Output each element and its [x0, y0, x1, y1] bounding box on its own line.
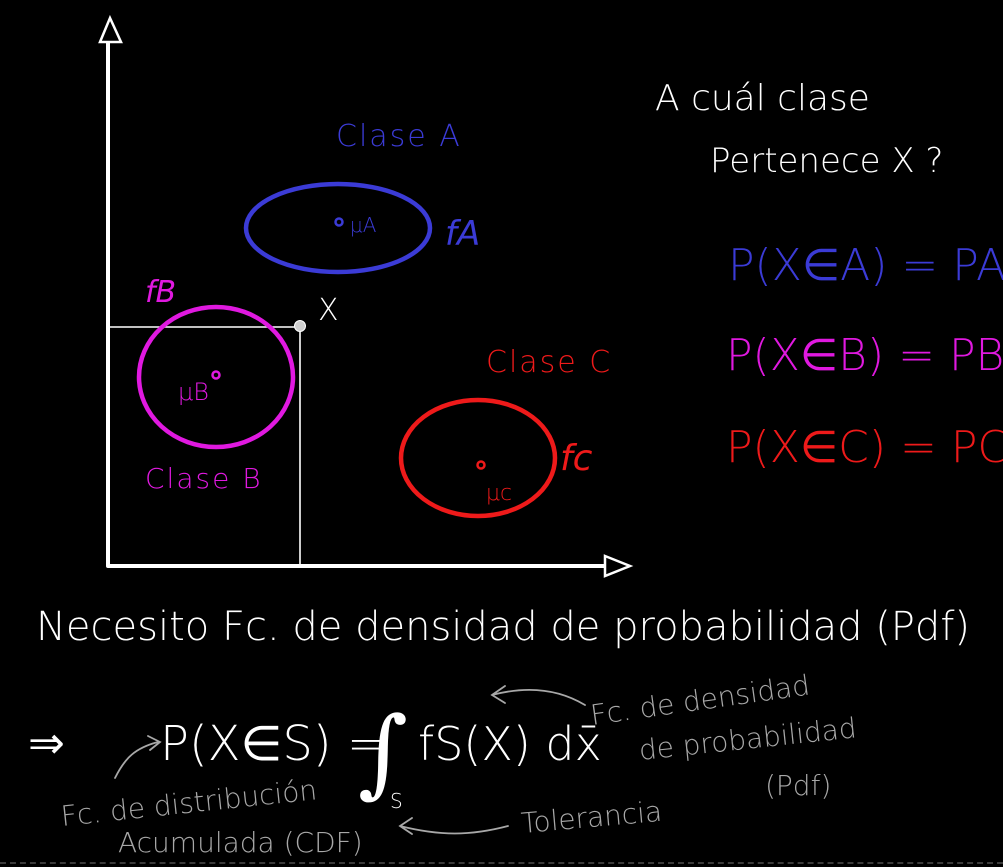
integral-sign: ∫: [358, 696, 408, 808]
class-b-contour: [136, 304, 296, 450]
point-x: [294, 320, 306, 332]
cdf-note-line-1: Fc. de distribución: [59, 773, 318, 833]
implies-symbol: ⇒: [28, 718, 65, 769]
cdf-pointer-arrow: [114, 735, 162, 779]
integrand: fS(X) dx̄: [418, 717, 602, 771]
class-b-group: μB Clase B fB: [136, 275, 296, 495]
class-a-mean-label: μA: [350, 213, 377, 237]
integral-lower-bound: S: [390, 789, 403, 813]
class-b-density-label: fB: [145, 275, 176, 310]
class-a-contour: [243, 181, 433, 275]
class-c-label: Clase C: [486, 345, 612, 380]
class-b-mean-dot: [211, 370, 221, 380]
class-c-mean-label: μc: [486, 481, 512, 506]
class-c-density-label: fc: [560, 438, 593, 479]
x-axis-arrow: [603, 554, 634, 578]
probability-c: P(X∈C) = PC: [726, 422, 1003, 473]
formula-lhs: P(X∈S) =: [160, 716, 387, 772]
pdf-heading: Necesito Fc. de densidad de probabilidad…: [36, 604, 970, 650]
y-axis-arrow: [98, 14, 123, 44]
class-c-mean-dot: [476, 460, 486, 470]
pdf-pointer-arrow: [490, 685, 586, 706]
class-a-density-label: fA: [445, 214, 480, 254]
class-a-mean-dot: [334, 217, 344, 227]
class-a-label: Clase A: [336, 119, 462, 154]
question-line-2: Pertenece X ?: [710, 141, 943, 181]
class-b-mean-label: μB: [178, 378, 209, 406]
probability-b: P(X∈B) = PB: [726, 330, 1003, 381]
class-a-group: μA Clase A fA: [243, 119, 480, 275]
probability-a: P(X∈A) = PA: [728, 240, 1003, 291]
tolerance-pointer-arrow: [398, 817, 509, 835]
question-line-1: A cuál clase: [655, 78, 870, 119]
class-c-contour: [398, 397, 558, 519]
page-bottom-border: [0, 862, 1003, 864]
axes: [98, 14, 634, 578]
cdf-note-line-2: Acumulada (CDF): [118, 826, 363, 859]
point-x-label: X: [318, 293, 339, 328]
class-c-group: μc Clase C fc: [398, 345, 612, 519]
tolerance-note: Tolerancia: [520, 795, 664, 840]
class-b-label: Clase B: [145, 462, 263, 495]
pdf-note-line-3: (Pdf): [765, 769, 831, 802]
